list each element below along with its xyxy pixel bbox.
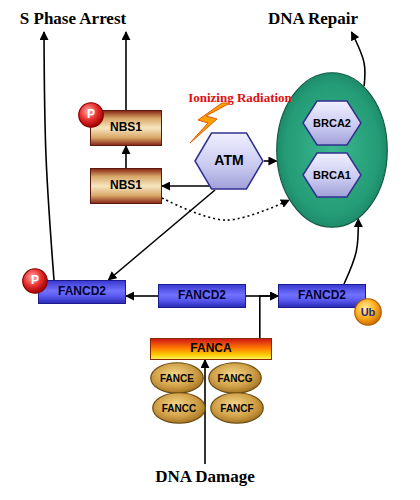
node-label: P [87, 108, 95, 121]
node-label: Ub [361, 306, 376, 318]
node-label: NBS1 [110, 121, 142, 134]
node-label: FANCC [162, 403, 196, 414]
node-label: FANCD2 [178, 289, 226, 302]
kinase-hexagon: ATM [194, 132, 264, 190]
phospho-circle: P [22, 268, 48, 294]
protein-ellipse: FANCF [210, 392, 264, 424]
node-label: DNA Damage [155, 468, 255, 487]
node-label: DNA Repair [268, 10, 358, 29]
arrow-connector [125, 146, 127, 168]
protein-hexagon: BRCA1 [302, 152, 362, 198]
node-hexagon [303, 101, 361, 145]
node-outline [276, 72, 388, 228]
node-label: NBS1 [110, 179, 142, 192]
heading-text: DNA Repair [258, 6, 368, 32]
node-label: BRCA1 [313, 169, 351, 181]
protein-box: NBS1 [90, 168, 162, 204]
lightning-bolt [190, 103, 230, 143]
arrow-connector [344, 219, 358, 284]
node-label: S Phase Arrest [20, 10, 126, 29]
arrow-connector [260, 296, 278, 338]
arrow-connector [162, 185, 209, 187]
heading-text: S Phase Arrest [8, 6, 138, 32]
node-label: FANCE [160, 373, 194, 384]
arrow-connector [264, 160, 277, 162]
arrow-connector [162, 198, 289, 220]
node-label: FANCF [220, 403, 253, 414]
protein-box: FANCD2 [278, 284, 366, 308]
complex-ellipse: BRCA2BRCA1 [276, 72, 388, 228]
node-label: P [31, 274, 39, 287]
arrow-connector [125, 32, 127, 110]
protein-hexagon: BRCA2 [302, 100, 362, 146]
node-ellipse [211, 393, 264, 424]
arrow-connector [44, 32, 54, 280]
node-ellipse [151, 363, 204, 394]
node-ellipse [355, 299, 382, 326]
node-hexagon [303, 153, 361, 197]
node-ellipse [153, 393, 206, 424]
annotation-label: Ionizing Radiation [175, 90, 305, 106]
arrow-connector [126, 295, 158, 297]
node-ellipse [277, 73, 388, 228]
phospho-circle: P [78, 102, 104, 128]
node-label: BRCA2 [313, 117, 351, 129]
node-ellipse [23, 269, 48, 294]
node-label: FANCG [218, 373, 253, 384]
protein-box: FANCD2 [38, 280, 126, 304]
node-hexagon [195, 133, 263, 189]
node-ellipse [79, 103, 104, 128]
ubiquitin-circle: Ub [354, 298, 382, 326]
node-ellipse [209, 363, 262, 394]
node-label: FANCA [190, 342, 231, 355]
heading-text: DNA Damage [140, 464, 270, 490]
node-label: FANCD2 [298, 289, 346, 302]
protein-ellipse: FANCE [150, 362, 204, 394]
node-label: ATM [214, 153, 243, 168]
protein-box: FANCD2 [158, 284, 246, 308]
protein-bar: FANCA [150, 338, 272, 360]
protein-ellipse: FANCG [208, 362, 262, 394]
node-label: FANCD2 [58, 285, 106, 298]
protein-ellipse: FANCC [152, 392, 206, 424]
